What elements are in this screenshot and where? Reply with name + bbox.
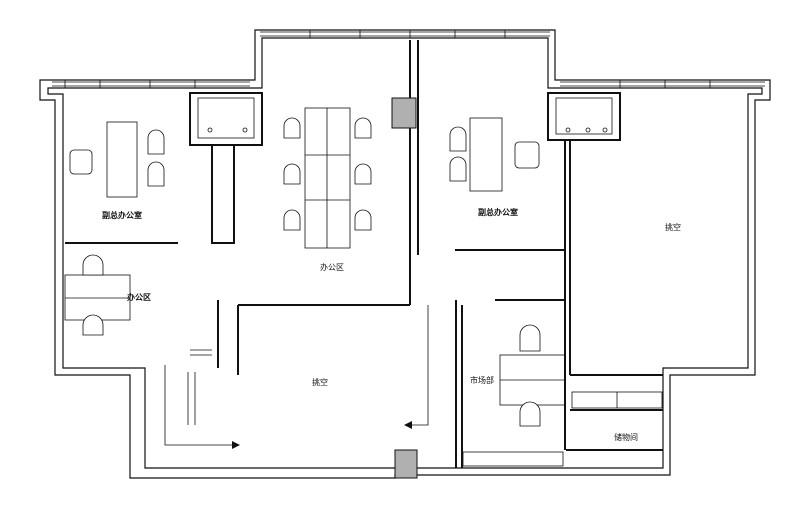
chair xyxy=(519,401,541,427)
chair xyxy=(147,129,165,155)
chair xyxy=(147,161,165,187)
room-label-void-right: 挑空 xyxy=(665,222,681,232)
stair-inner xyxy=(197,97,255,139)
chair xyxy=(283,163,301,185)
stair-box-right xyxy=(547,92,621,141)
stair-box-left xyxy=(189,92,263,146)
stair-inner xyxy=(555,97,613,135)
railing xyxy=(190,349,212,356)
wall-pillar xyxy=(211,144,235,244)
chair xyxy=(82,254,104,276)
armchair xyxy=(69,149,93,175)
room-label-deputy-office-left: 副总办公室 xyxy=(102,210,142,220)
conference-table xyxy=(304,107,351,249)
circulation-path xyxy=(164,365,232,446)
desk xyxy=(469,117,503,192)
chair xyxy=(82,314,104,336)
room-label-deputy-office-right: 副总办公室 xyxy=(478,207,518,217)
circulation-path xyxy=(410,305,429,426)
desk xyxy=(106,121,138,198)
chair xyxy=(449,156,467,182)
chair xyxy=(449,126,467,152)
arrow-icon xyxy=(404,421,412,429)
chair xyxy=(354,163,372,185)
column-lower xyxy=(394,449,418,479)
armchair xyxy=(514,141,540,169)
outer-wall xyxy=(39,29,771,479)
railing xyxy=(187,372,196,425)
room-label-storage: 储物间 xyxy=(614,432,638,442)
window-top-right xyxy=(560,81,765,87)
cabinet xyxy=(462,451,564,467)
desk xyxy=(64,274,131,321)
chair xyxy=(354,209,372,231)
window-top-center xyxy=(260,31,550,37)
room-label-void-center: 挑空 xyxy=(312,377,328,387)
column-upper xyxy=(391,97,417,129)
window-top-left xyxy=(52,81,250,87)
room-label-office-area-left: 办公区 xyxy=(127,292,151,302)
chair xyxy=(283,209,301,231)
chair xyxy=(519,324,541,352)
room-label-office-area-center: 办公区 xyxy=(320,262,344,272)
inner-wall xyxy=(47,37,763,469)
chair xyxy=(283,117,301,139)
arrow-icon xyxy=(232,441,240,449)
room-label-marketing: 市场部 xyxy=(470,375,494,385)
chair xyxy=(354,117,372,139)
